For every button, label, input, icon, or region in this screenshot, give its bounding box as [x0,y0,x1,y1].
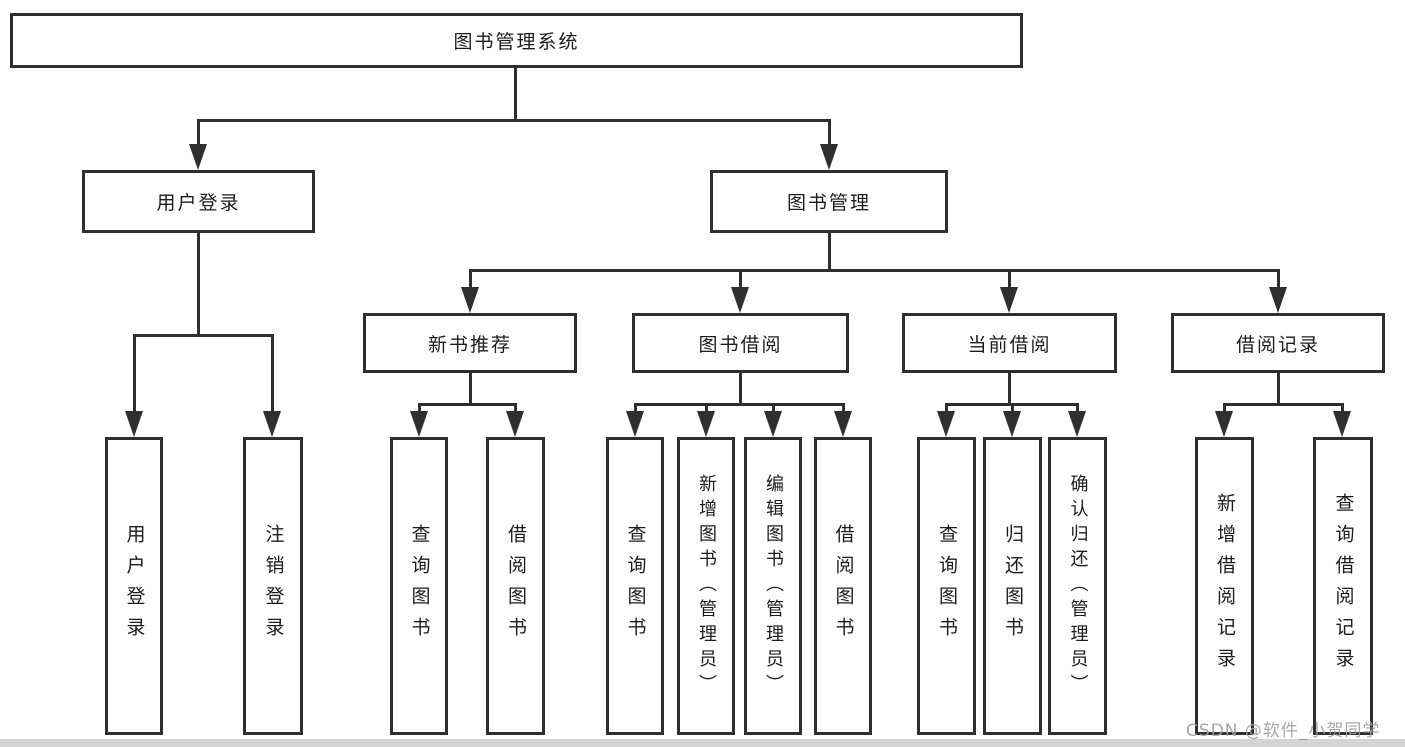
node-label: 归还图书 [1002,524,1024,648]
node-leaf-current-query-books: 查询图书 [917,437,976,735]
connector-vline [1008,373,1011,406]
arrow-down-icon [1215,411,1233,437]
node-label: 查询图书 [624,524,647,648]
connector-vline [828,119,831,147]
connector-hline [634,403,845,406]
node-label: 用户登录 [156,192,241,214]
arrow-down-icon [764,411,782,437]
arrow-down-icon [189,144,207,170]
connector-vline [1341,403,1344,413]
connector-vline [705,403,708,413]
connector-vline [418,403,421,413]
connector-vline [1008,269,1011,289]
node-label: 新增借阅记录 [1214,493,1236,679]
node-label: 编辑图书（管理员） [763,473,784,699]
connector-vline [197,233,200,336]
arrow-down-icon [626,411,644,437]
arrow-down-icon [1000,287,1018,313]
node-label: 图书借阅 [698,333,783,356]
arrow-down-icon [1068,411,1086,437]
node-leaf-current-return-books: 归还图书 [983,437,1042,735]
connector-vline [1076,403,1079,413]
node-leaf-records-query-record: 查询借阅记录 [1313,437,1373,735]
node-label: 借阅记录 [1235,333,1320,356]
arrow-down-icon [1269,287,1287,313]
node-leaf-newbook-query-books: 查询图书 [390,437,448,735]
node-root-label: 图书管理系统 [453,31,580,53]
connector-hline [133,334,274,337]
node-branch-book-management: 图书管理 [710,170,948,233]
bottom-gray-strip [0,739,1405,747]
node-branch-user-login: 用户登录 [82,170,315,233]
connector-vline [469,269,472,289]
connector-hline [1223,403,1344,406]
connector-vline [739,373,742,406]
connector-vline [197,119,200,147]
connector-hline [469,269,1280,272]
connector-hline [418,403,517,406]
node-sub-new-book-recommend: 新书推荐 [363,313,577,373]
node-leaf-current-confirm-return-admin: 确认归还（管理员） [1048,437,1107,735]
node-label: 注销登录 [262,524,285,648]
node-label: 借阅图书 [505,524,527,648]
node-label: 新增图书（管理员） [696,473,717,699]
connector-vline [772,403,775,413]
connector-vline [828,233,831,271]
node-label: 用户登录 [123,524,146,648]
arrow-down-icon [697,411,715,437]
arrow-down-icon [834,411,852,437]
connector-vline [514,68,517,121]
arrow-down-icon [461,287,479,313]
arrow-down-icon [1003,411,1021,437]
node-sub-current-borrow: 当前借阅 [902,313,1117,373]
arrow-down-icon [1333,411,1351,437]
arrow-down-icon [506,411,524,437]
arrow-down-icon [263,411,281,437]
node-label: 查询借阅记录 [1332,493,1355,679]
node-sub-borrow-records: 借阅记录 [1171,313,1385,373]
connector-vline [271,334,274,413]
watermark: CSDN @软件_小贺同学 [1186,721,1381,741]
arrow-down-icon [731,287,749,313]
connector-hline [197,119,831,122]
node-leaf-borrow-edit-books-admin: 编辑图书（管理员） [744,437,802,735]
node-label: 查询图书 [408,524,431,648]
connector-vline [1011,403,1014,413]
node-leaf-borrow-query-books: 查询图书 [606,437,664,735]
arrow-down-icon [937,411,955,437]
node-label: 确认归还（管理员） [1067,473,1089,699]
node-leaf-logout: 注销登录 [243,437,303,735]
node-label: 新书推荐 [427,333,512,356]
node-label: 借阅图书 [832,524,855,648]
node-sub-book-borrow: 图书借阅 [632,313,849,373]
node-root: 图书管理系统 [10,13,1023,68]
connector-vline [514,403,517,413]
node-label: 图书管理 [786,192,871,214]
connector-vline [133,334,136,413]
connector-vline [739,269,742,289]
node-leaf-user-login: 用户登录 [105,437,163,735]
node-leaf-borrow-add-books-admin: 新增图书（管理员） [677,437,735,735]
connector-vline [1277,373,1280,406]
connector-vline [945,403,948,413]
connector-vline [634,403,637,413]
arrow-down-icon [410,411,428,437]
connector-vline [1223,403,1226,413]
node-leaf-records-add-record: 新增借阅记录 [1195,437,1254,735]
connector-vline [842,403,845,413]
arrow-down-icon [125,411,143,437]
node-leaf-newbook-borrow-books: 借阅图书 [486,437,545,735]
connector-vline [469,373,472,406]
connector-vline [1277,269,1280,289]
node-label: 当前借阅 [967,333,1052,356]
node-leaf-borrow-borrow-books: 借阅图书 [814,437,872,735]
arrow-down-icon [820,144,838,170]
node-label: 查询图书 [936,524,958,648]
